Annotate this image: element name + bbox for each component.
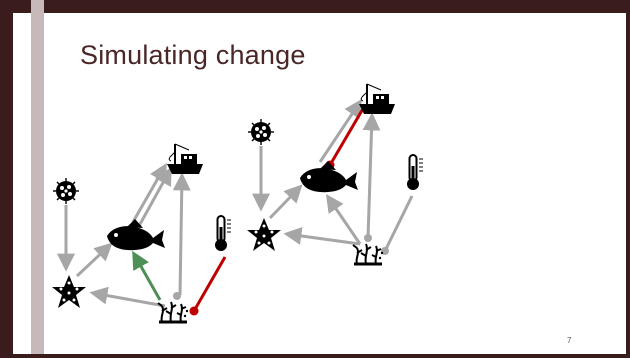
bottom-frame-bar bbox=[0, 354, 630, 358]
left-frame-bar bbox=[0, 0, 13, 358]
right-frame-bar bbox=[626, 0, 630, 358]
arrow-kelp-to-boat bbox=[172, 172, 191, 296]
plankton-icon bbox=[52, 177, 80, 205]
thermometer-icon bbox=[406, 154, 424, 191]
arrow-fish-to-boat-gray bbox=[318, 99, 362, 163]
negative-node-dot bbox=[189, 306, 199, 316]
arrow-fish-to-boat-1 bbox=[137, 166, 172, 227]
arrow-seastar-to-fish bbox=[268, 184, 303, 220]
panel-before bbox=[52, 143, 232, 324]
link-fish-to-boat-negative bbox=[328, 106, 366, 166]
arrow-kelp-to-fish bbox=[325, 194, 362, 245]
arrow-fish-to-boat-2 bbox=[131, 162, 167, 223]
sea-star-icon bbox=[52, 275, 86, 308]
page-number: 7 bbox=[567, 336, 572, 345]
arrow-seastar-to-fish bbox=[75, 242, 113, 278]
fish-icon bbox=[300, 161, 358, 193]
top-frame-bar bbox=[0, 0, 630, 13]
kelp-node-dot bbox=[173, 292, 181, 300]
fish-icon bbox=[107, 219, 165, 251]
kelp-node-dot bbox=[364, 234, 372, 242]
arrow-kelp-to-fish-positive bbox=[132, 250, 162, 301]
slide-title: Simulating change bbox=[80, 40, 306, 70]
fishing-boat-icon bbox=[358, 83, 396, 115]
accent-stripe bbox=[31, 0, 44, 358]
arrow-kelp-to-seastar bbox=[89, 286, 166, 308]
sea-star-icon bbox=[247, 218, 281, 251]
arrow-kelp-to-boat bbox=[362, 112, 381, 239]
kelp-coral-icon bbox=[351, 242, 385, 266]
thermometer-icon bbox=[214, 215, 232, 252]
link-thermo-to-kelp-negative bbox=[192, 256, 227, 312]
panel-after bbox=[247, 83, 424, 266]
arrow-kelp-to-seastar bbox=[283, 227, 361, 246]
plankton-icon bbox=[247, 118, 275, 146]
fishing-boat-icon bbox=[166, 143, 204, 175]
arrow-thermo-to-kelp bbox=[383, 195, 414, 252]
